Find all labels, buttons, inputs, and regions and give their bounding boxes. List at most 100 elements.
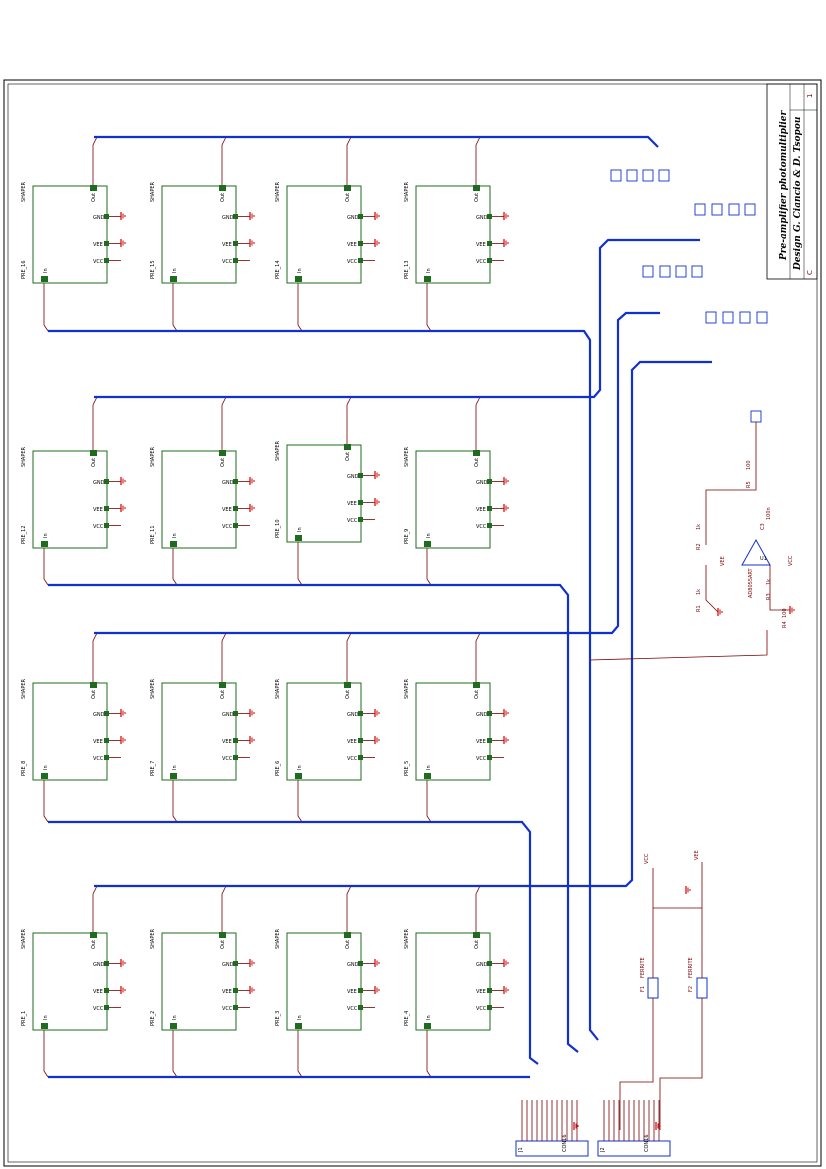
ground-symbol xyxy=(503,709,509,717)
f2-ref: F2 xyxy=(688,986,694,992)
feedback-wire xyxy=(705,422,757,545)
power-pin xyxy=(358,961,363,966)
vcc-pin-label: VCC xyxy=(476,524,487,530)
module-body xyxy=(32,450,108,549)
vee-pin-label: VEE xyxy=(476,242,486,248)
in-pin-label: In xyxy=(426,765,432,770)
vcc-feed xyxy=(619,998,654,1130)
module-id: PRE_3 xyxy=(275,1011,281,1026)
in-pin-label: In xyxy=(426,1015,432,1020)
ground-symbol xyxy=(503,212,509,220)
out-wire xyxy=(221,885,227,933)
ground-symbol xyxy=(120,709,126,717)
out-pin-label: Out xyxy=(91,940,97,949)
ground-symbol xyxy=(717,608,723,616)
out-pin-label: Out xyxy=(345,690,351,699)
out-pin-label: Out xyxy=(474,458,480,467)
title-block: Pre-amplifier photomultiplier Design G. … xyxy=(766,83,818,280)
module-tag: SHAPER xyxy=(150,928,156,949)
out-pin xyxy=(344,185,351,191)
module-body xyxy=(286,682,362,781)
connector-ref: J2 xyxy=(600,1147,606,1153)
in-wire xyxy=(297,1030,303,1078)
vcc-pin-label: VCC xyxy=(476,259,487,265)
in-wire xyxy=(426,1030,432,1078)
power-pin xyxy=(487,241,492,246)
gnd-pin-label: GND xyxy=(347,712,359,718)
out-pin-label: Out xyxy=(220,940,226,949)
ground-symbol xyxy=(503,477,509,485)
module-id: PRE_5 xyxy=(404,761,410,776)
vcc-pin-label: VCC xyxy=(347,1006,358,1012)
out-pin-label: Out xyxy=(91,193,97,202)
out-pin xyxy=(473,450,480,456)
gnd-pin-label: GND xyxy=(222,480,234,486)
module-body xyxy=(286,185,362,284)
module-tag: SHAPER xyxy=(21,181,27,202)
in-pin-label: In xyxy=(172,1015,178,1020)
bus-line xyxy=(94,311,660,635)
in-wire xyxy=(43,1030,49,1078)
vee-pin-label: VEE xyxy=(93,739,103,745)
r4-ref: R4 xyxy=(782,621,788,628)
title-text: Pre-amplifier photomultiplier xyxy=(779,109,789,261)
in-wire xyxy=(43,548,49,586)
power-pin xyxy=(104,523,109,528)
in-wire xyxy=(43,780,49,823)
out-pin xyxy=(219,185,226,191)
module-tag: SHAPER xyxy=(404,928,410,949)
module-body xyxy=(161,185,237,284)
out-wire xyxy=(475,632,481,683)
out-pin-label: Out xyxy=(220,690,226,699)
vcc-pin-label: VCC xyxy=(222,524,233,530)
module-id: PRE_15 xyxy=(150,260,156,279)
ground-symbol xyxy=(120,504,126,512)
power-pin xyxy=(487,479,492,484)
ground-symbol xyxy=(120,477,126,485)
vcc-pin-label: VCC xyxy=(222,1006,233,1012)
module-tag: SHAPER xyxy=(404,181,410,202)
bus-lines xyxy=(48,135,712,1079)
module-tag: SHAPER xyxy=(150,678,156,699)
vee-pin-label: VEE xyxy=(347,989,357,995)
in-wire xyxy=(172,283,178,332)
sum-wire xyxy=(589,630,768,661)
ground-symbol xyxy=(685,886,691,894)
module-id: PRE_1 xyxy=(21,1011,27,1026)
ground-symbol xyxy=(120,736,126,744)
power-pin xyxy=(233,214,238,219)
ground-symbol xyxy=(249,477,255,485)
in-pin-label: In xyxy=(426,533,432,538)
out-pin xyxy=(90,185,97,191)
module-tag: SHAPER xyxy=(275,440,281,461)
out-wire xyxy=(92,136,98,186)
in-pin xyxy=(295,535,302,541)
out-pin-label: Out xyxy=(220,458,226,467)
r1-value: 1k xyxy=(696,589,702,595)
power-pin xyxy=(233,961,238,966)
designer-text: Design G. Ciancio & D. Tsopou xyxy=(793,116,803,271)
out-pin xyxy=(90,450,97,456)
ground-symbol xyxy=(655,1122,661,1130)
c3-value: 100n xyxy=(766,507,772,520)
ground-symbol xyxy=(503,504,509,512)
in-pin-label: In xyxy=(43,1015,49,1020)
gnd-pin-label: GND xyxy=(476,712,488,718)
out-wire xyxy=(92,885,98,933)
module-body xyxy=(161,932,237,1031)
out-pin-label: Out xyxy=(345,193,351,202)
module-tag: SHAPER xyxy=(275,181,281,202)
ground-symbol xyxy=(503,239,509,247)
out-pin xyxy=(90,932,97,938)
in-wire xyxy=(297,780,303,823)
ground-symbol xyxy=(249,986,255,994)
power-pin xyxy=(104,711,109,716)
vee-pin-label: VEE xyxy=(347,501,357,507)
in-wire xyxy=(426,780,432,823)
power-pin xyxy=(233,738,238,743)
